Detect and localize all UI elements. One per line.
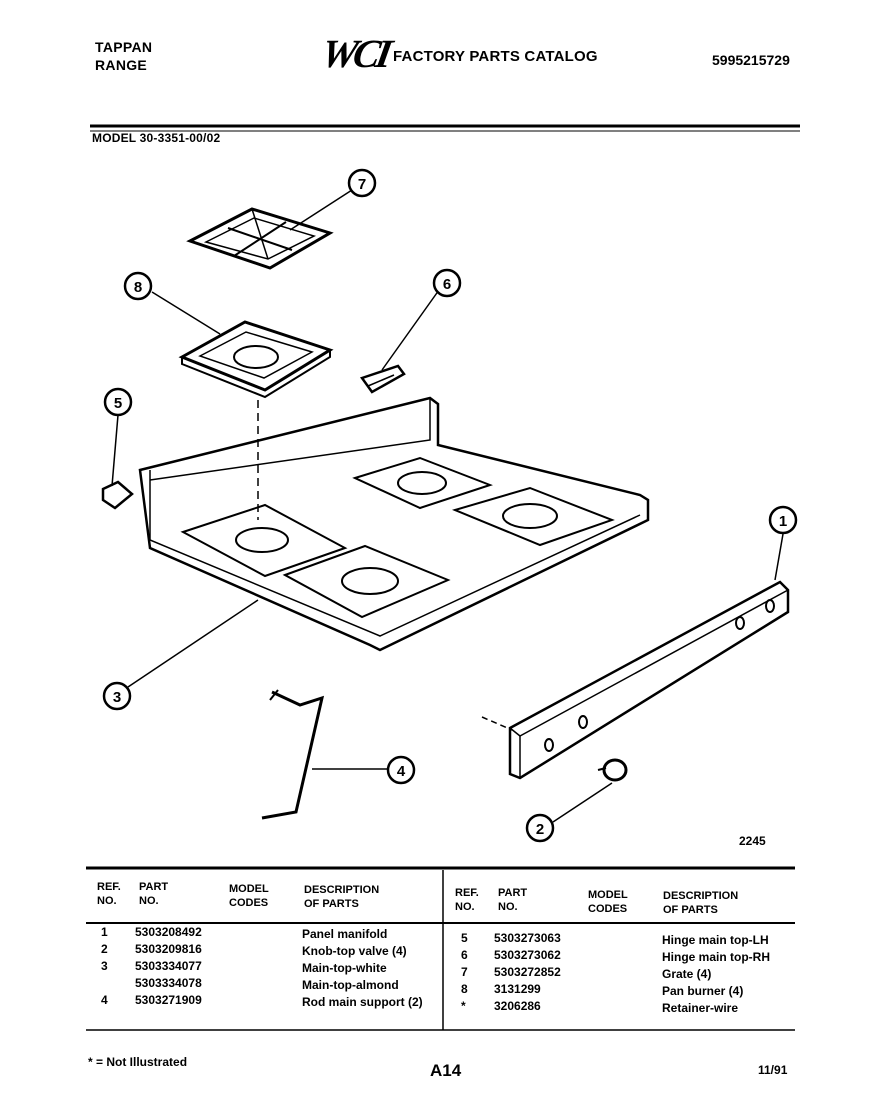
callout-circle-3: [102, 681, 132, 711]
table-cell-description: Pan burner (4): [662, 984, 744, 998]
grate-part: [186, 207, 334, 270]
table-cell-ref: 7: [461, 965, 468, 979]
table-cell-part: 5303272852: [494, 965, 561, 979]
left-desc-column: Panel manifold Knob-top valve (4) Main-t…: [302, 926, 423, 1011]
rod-support-part: [261, 689, 325, 820]
table-cell-ref: 3: [101, 959, 108, 973]
header-codes: CODES: [588, 903, 628, 915]
header-part-right: PART NO.: [498, 886, 527, 914]
model-number: MODEL 30-3351-00/02: [92, 131, 221, 145]
table-cell-ref: *: [461, 999, 466, 1013]
header-part: PART: [498, 887, 528, 899]
header-model: MODEL: [229, 883, 269, 895]
header-ref: REF.: [455, 887, 479, 899]
table-cell-part: 5303334077: [135, 959, 202, 973]
main-top-part: [138, 396, 650, 652]
table-cell-description: Panel manifold: [302, 927, 388, 941]
callout-5: 5: [114, 395, 122, 412]
table-cell-description: Main-top-almond: [302, 978, 399, 992]
figure-number: 2245: [739, 834, 766, 848]
table-cell-part: 5303273063: [494, 931, 561, 945]
table-cell-part: 3131299: [494, 982, 541, 996]
page-number: A14: [430, 1061, 462, 1080]
header-part-no: NO.: [139, 895, 159, 907]
callout-3: 3: [113, 689, 121, 706]
table-cell-ref: 6: [461, 948, 468, 962]
header-of-parts: OF PARTS: [304, 898, 359, 910]
catalog-date: 11/91: [758, 1063, 788, 1077]
header-model-left: MODEL CODES: [229, 882, 269, 910]
callout-2: 2: [536, 821, 544, 838]
header-part: PART: [139, 881, 169, 893]
header-description: DESCRIPTION: [304, 884, 380, 896]
table-cell-part: 5303334078: [135, 976, 202, 990]
table-cell-description: Knob-top valve (4): [302, 944, 407, 958]
hinge-lh-part: [101, 480, 134, 510]
header-part-no: NO.: [498, 901, 518, 913]
callout-circle-8: [123, 271, 153, 301]
header-codes: CODES: [229, 897, 269, 909]
callout-circle-2: [525, 813, 555, 843]
header-model-right: MODEL CODES: [588, 888, 628, 916]
header-ref-no: NO.: [97, 895, 117, 907]
table-cell-description: Grate (4): [662, 967, 712, 981]
table-cell-ref: 1: [101, 925, 108, 939]
table-cell-ref: 4: [101, 993, 108, 1007]
callout-circle-4: [386, 755, 416, 785]
header-ref-left: REF. NO.: [97, 880, 121, 908]
callout-circle-7: [347, 168, 377, 198]
callout-circle-5: [103, 387, 133, 417]
footnote: * = Not Illustrated: [88, 1055, 188, 1069]
catalog-title: FACTORY PARTS CATALOG: [393, 48, 598, 65]
right-part-column: 5303273063 5303273062 5303272852 3131299…: [494, 930, 561, 1015]
panel-manifold-part: [481, 580, 790, 780]
callout-4: 4: [397, 763, 406, 780]
header-of-parts: OF PARTS: [663, 904, 718, 916]
header-desc-right: DESCRIPTION OF PARTS: [663, 889, 738, 917]
header-model: MODEL: [588, 889, 628, 901]
callout-6: 6: [443, 276, 451, 293]
brand-block: TAPPAN RANGE: [95, 38, 152, 74]
table-cell-ref: 5: [461, 931, 468, 945]
product-name: RANGE: [95, 57, 148, 73]
right-ref-column: 5 6 7 8 *: [461, 930, 468, 1015]
table-cell-ref: 8: [461, 982, 468, 996]
catalog-number: 5995215729: [712, 52, 790, 68]
hinge-rh-part: [359, 364, 406, 394]
table-cell-ref: [101, 975, 108, 992]
brand-name: TAPPAN: [95, 39, 153, 55]
table-cell-part: 5303273062: [494, 948, 561, 962]
table-cell-description: Hinge main top-LH: [662, 933, 769, 947]
callout-circle-6: [432, 268, 462, 298]
table-cell-part: 3206286: [494, 999, 541, 1013]
table-cell-description: Main-top-white: [302, 961, 387, 975]
table-cell-description: Retainer-wire: [662, 1001, 739, 1015]
header-ref: REF.: [97, 881, 121, 893]
header-ref-right: REF. NO.: [455, 886, 479, 914]
table-cell-part: 5303209816: [135, 942, 202, 956]
callout-8: 8: [134, 279, 142, 296]
table-cell-description: Rod main support (2): [302, 995, 423, 1009]
callout-circle-1: [768, 505, 798, 535]
right-desc-column: Hinge main top-LH Hinge main top-RH Grat…: [662, 932, 770, 1017]
table-cell-description: Hinge main top-RH: [662, 950, 770, 964]
table-cell-ref: 2: [101, 942, 108, 956]
left-ref-column: 1 2 3 4: [101, 924, 108, 1009]
knob-part: [597, 758, 628, 782]
callout-7: 7: [358, 176, 366, 193]
header-description: DESCRIPTION: [663, 890, 739, 902]
table-cell-part: 5303271909: [135, 993, 202, 1007]
header-part-left: PART NO.: [139, 880, 168, 908]
header-ref-no: NO.: [455, 901, 475, 913]
callout-1: 1: [779, 513, 787, 530]
table-cell-part: 5303208492: [135, 925, 202, 939]
pan-burner-part: [178, 320, 334, 399]
header-desc-left: DESCRIPTION OF PARTS: [304, 883, 379, 911]
left-part-column: 5303208492 5303209816 5303334077 5303334…: [135, 924, 202, 1009]
